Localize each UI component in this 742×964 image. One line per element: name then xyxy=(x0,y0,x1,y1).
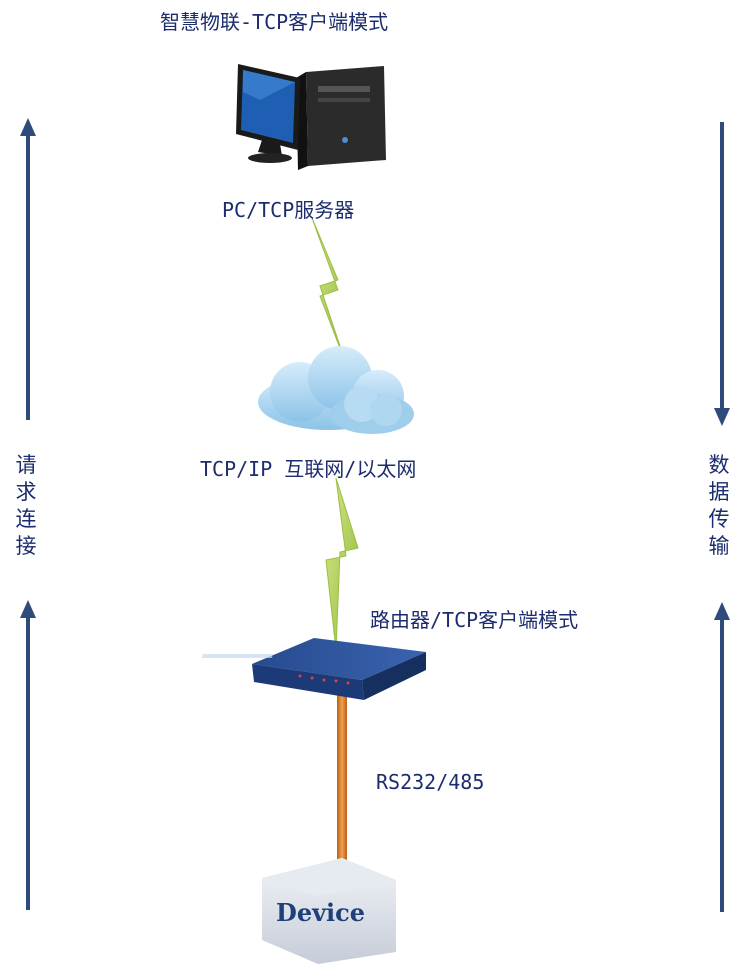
cloud-icon xyxy=(258,346,414,434)
left-lower-arrow-icon xyxy=(20,600,36,910)
diagram-title: 智慧物联-TCP客户端模式 xyxy=(160,10,389,34)
right-lower-arrow-up-icon xyxy=(714,602,730,912)
pc-server-label: PC/TCP服务器 xyxy=(222,198,355,222)
internet-label: TCP/IP 互联网/以太网 xyxy=(200,457,417,481)
request-connection-label: 请求连接 xyxy=(15,453,37,558)
desktop-computer-icon xyxy=(236,64,386,170)
data-transfer-label: 数据传输 xyxy=(708,453,730,558)
device-label: Device xyxy=(276,898,366,927)
lightning-bolt-icon xyxy=(325,477,359,651)
router-icon xyxy=(201,638,426,700)
lightning-bolt-icon xyxy=(311,217,347,365)
device-box-icon xyxy=(262,858,396,964)
left-upper-arrow-icon xyxy=(20,118,36,420)
serial-link-label: RS232/485 xyxy=(376,770,485,794)
router-label: 路由器/TCP客户端模式 xyxy=(370,608,579,632)
serial-cable xyxy=(337,690,347,860)
right-upper-arrow-down-icon xyxy=(714,122,730,426)
